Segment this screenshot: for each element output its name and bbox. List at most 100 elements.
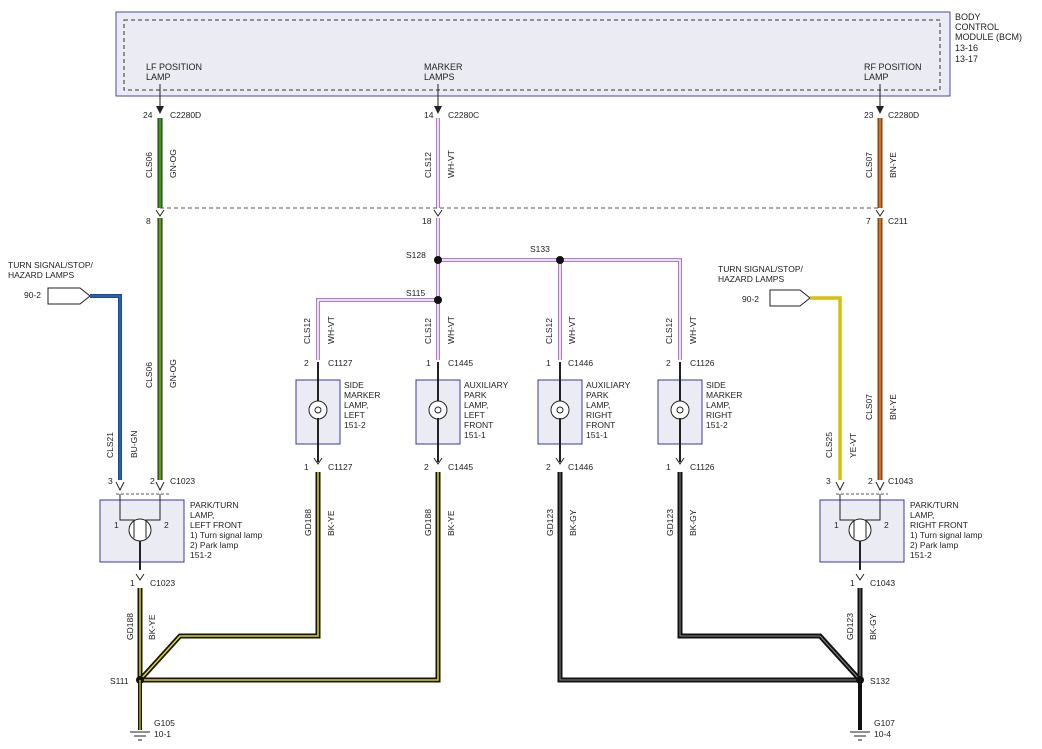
- side-left-top-pin: 2: [304, 358, 309, 368]
- lf-bcm-pin: 24: [143, 110, 153, 120]
- aux-left-text-3: LAMP,: [464, 400, 488, 410]
- park-right-conn-bot: C1043: [870, 578, 895, 588]
- park-right-park-pin: 2: [868, 476, 873, 486]
- lf-color-top: GN-OG: [168, 149, 178, 178]
- park-left-text-5: 2) Park lamp: [190, 540, 238, 550]
- side-left-text-2: MARKER: [344, 390, 380, 400]
- park-right-text-5: 2) Park lamp: [910, 540, 958, 550]
- left-turn-label-1: TURN SIGNAL/STOP/: [8, 260, 93, 270]
- aux-left-text-2: PARK: [464, 390, 487, 400]
- bcm-line-4: 13-16: [955, 43, 978, 53]
- aux-right-text-2: PARK: [586, 390, 609, 400]
- gnd-right-circuit: GD123: [845, 613, 855, 640]
- ground-g107-ref: 10-4: [874, 729, 891, 739]
- park-right-text-4: 1) Turn signal lamp: [910, 530, 983, 540]
- side-right-circuit: CLS12: [664, 318, 674, 344]
- bcm-lf-label-2: LAMP: [146, 72, 171, 82]
- aux-park-lamp-right: 1 C1446 AUXILIARY PARK LAMP, RIGHT FRONT…: [537, 358, 631, 472]
- rf-color-bottom: BN-YE: [888, 394, 898, 420]
- park-right-text-2: LAMP,: [910, 510, 934, 520]
- lf-color-bottom: GN-OG: [168, 359, 178, 388]
- splice-s128-label: S128: [406, 250, 426, 260]
- splice-s132-label: S132: [870, 676, 890, 686]
- side-right-text-1: SIDE: [706, 380, 726, 390]
- side-left-text-1: SIDE: [344, 380, 364, 390]
- splice-s115-dot: [434, 296, 442, 304]
- rf-circuit-top: CLS07: [864, 152, 874, 178]
- mk-color-top: WH-VT: [446, 150, 456, 178]
- left-turn-label-2: HAZARD LAMPS: [8, 270, 74, 280]
- aux-park-lamp-left: 1 C1445 AUXILIARY PARK LAMP, LEFT FRONT …: [415, 358, 509, 472]
- rf-park-wire: CLS07 BN-YE: [864, 218, 898, 480]
- right-turn-input: TURN SIGNAL/STOP/ HAZARD LAMPS 90-2 CLS2…: [718, 264, 858, 480]
- park-turn-lamp-right: 3 2 C1043 1 2 PARK/TURN LAMP, RIGHT FRON…: [819, 476, 983, 588]
- right-turn-color: YE-VT: [848, 433, 858, 458]
- side-left-circuit: CLS12: [302, 318, 312, 344]
- park-left-text-1: PARK/TURN: [190, 500, 239, 510]
- park-left-gnd-pin: 1: [130, 578, 135, 588]
- aux-right-gnd-circuit: GD123: [545, 509, 555, 536]
- right-turn-ref: 90-2: [742, 294, 759, 304]
- park-right-text-6: 151-2: [910, 550, 932, 560]
- side-left-text-4: LEFT: [344, 410, 365, 420]
- aux-left-text-6: 151-1: [464, 430, 486, 440]
- left-turn-ref: 90-2: [24, 290, 41, 300]
- gnd-right-color: BK-GY: [868, 613, 878, 640]
- splice-s111-label: S111: [110, 676, 129, 686]
- aux-left-top-pin: 1: [426, 358, 431, 368]
- aux-left-color: WH-VT: [446, 316, 456, 344]
- park-left-text-2: LAMP,: [190, 510, 214, 520]
- right-turn-circuit: CLS25: [824, 432, 834, 458]
- bcm-lf-label-1: LF POSITION: [146, 62, 202, 72]
- bcm-rf-label-1: RF POSITION: [864, 62, 922, 72]
- lf-circuit-top: CLS06: [144, 152, 154, 178]
- gnd-left-color: BK-YE: [147, 614, 157, 640]
- bcm-line-2: CONTROL: [955, 22, 999, 32]
- ground-g105-name: G105: [154, 718, 175, 728]
- aux-left-text-5: FRONT: [464, 420, 493, 430]
- c211-right-pin: 7: [866, 216, 871, 226]
- bcm-pins: 24 C2280D 14 C2280C 23 C2280D: [143, 84, 919, 120]
- lf-circuit-bottom: CLS06: [144, 362, 154, 388]
- side-marker-lamp-left: 2 C1127 SIDE MARKER LAMP, LEFT 151-2 1 C…: [295, 358, 380, 472]
- park-left-park-pin: 2: [150, 476, 155, 486]
- left-turn-input: TURN SIGNAL/STOP/ HAZARD LAMPS 90-2 CLS2…: [8, 260, 139, 480]
- aux-left-gnd-color: BK-YE: [446, 510, 456, 536]
- aux-right-bot-conn: C1446: [568, 462, 593, 472]
- side-right-gnd-circuit: GD123: [665, 509, 675, 536]
- aux-right-gnd-color: BK-GY: [568, 509, 578, 536]
- left-turn-circuit: CLS21: [105, 432, 115, 458]
- park-left-text-4: 1) Turn signal lamp: [190, 530, 263, 540]
- side-right-gnd-color: BK-GY: [688, 509, 698, 536]
- side-left-text-5: 151-2: [344, 420, 366, 430]
- park-right-text-3: RIGHT FRONT: [910, 520, 968, 530]
- aux-left-text-1: AUXILIARY: [464, 380, 509, 390]
- c211-mid-pin: 18: [422, 216, 432, 226]
- splice-s133-label: S133: [530, 244, 550, 254]
- park-left-conn-bot: C1023: [150, 578, 175, 588]
- side-right-text-5: 151-2: [706, 420, 728, 430]
- left-turn-color: BU-GN: [129, 431, 139, 458]
- aux-right-color: WH-VT: [567, 316, 577, 344]
- mk-circuit-top: CLS12: [423, 152, 433, 178]
- splice-s128-dot: [434, 256, 442, 264]
- park-right-gnd-pin: 1: [850, 578, 855, 588]
- bcm-rf-label-2: LAMP: [864, 72, 889, 82]
- park-left-text-6: 151-2: [190, 550, 212, 560]
- rf-bcm-pin: 23: [864, 110, 874, 120]
- side-marker-lamp-right: 2 C1126 SIDE MARKER LAMP, RIGHT 151-2 1 …: [657, 358, 742, 472]
- marker-branches: S128 S133 S115 CLS12 WH-VT CLS12 WH-VT C…: [302, 218, 698, 360]
- c211-label: C211: [888, 216, 908, 226]
- side-right-top-pin: 2: [666, 358, 671, 368]
- side-left-gnd-circuit: GD188: [303, 509, 313, 536]
- aux-left-bot-pin: 2: [424, 462, 429, 472]
- splice-s115-label: S115: [406, 288, 425, 298]
- right-turn-label-2: HAZARD LAMPS: [718, 274, 784, 284]
- ground-g107-name: G107: [874, 718, 895, 728]
- side-left-bot-conn: C1127: [328, 462, 353, 472]
- side-right-color: WH-VT: [688, 316, 698, 344]
- gnd-left-circuit: GD188: [125, 613, 135, 640]
- ground-wires-left: GD188 BK-YE GD188 BK-YE GD188 BK-YE S111…: [110, 472, 456, 741]
- side-left-bot-pin: 1: [304, 462, 309, 472]
- side-right-text-3: LAMP,: [706, 400, 730, 410]
